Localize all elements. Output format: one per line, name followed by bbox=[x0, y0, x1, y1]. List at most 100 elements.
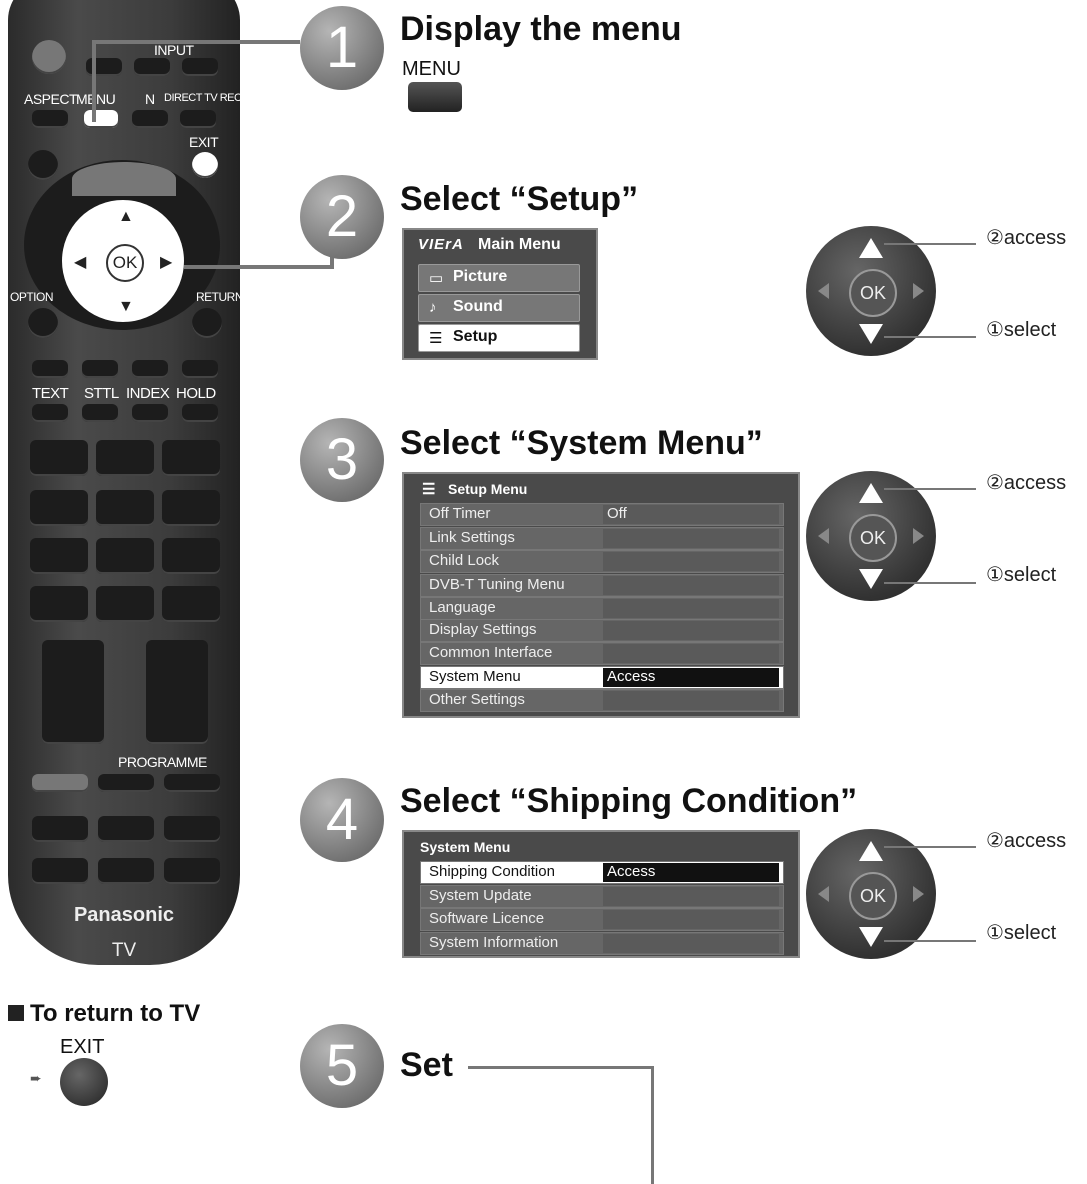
remote-button[interactable] bbox=[164, 858, 220, 884]
select-annotation: ①select bbox=[986, 922, 1057, 944]
color-button[interactable] bbox=[182, 360, 218, 378]
remote-button[interactable] bbox=[98, 816, 154, 842]
menu-item-label: Sound bbox=[453, 298, 503, 315]
exit-button[interactable] bbox=[192, 152, 218, 178]
power-button[interactable] bbox=[32, 40, 66, 74]
left-arrow-icon bbox=[818, 283, 829, 299]
row-value bbox=[603, 644, 779, 663]
number-key[interactable] bbox=[162, 440, 220, 476]
remote-button[interactable] bbox=[32, 858, 88, 884]
color-button[interactable] bbox=[132, 360, 168, 378]
hold-button[interactable] bbox=[182, 404, 218, 422]
menu-button-label: MENU bbox=[402, 58, 461, 80]
leader-line bbox=[884, 336, 976, 338]
option-button[interactable] bbox=[28, 308, 58, 338]
row-label: Child Lock bbox=[429, 552, 500, 569]
number-key[interactable] bbox=[30, 586, 88, 622]
number-key[interactable] bbox=[96, 538, 154, 574]
number-key[interactable] bbox=[162, 586, 220, 622]
connector-line bbox=[92, 42, 96, 122]
screen-icon: ▭ bbox=[429, 270, 444, 287]
sttl-button[interactable] bbox=[82, 404, 118, 422]
index-button[interactable] bbox=[132, 404, 168, 422]
left-arrow-icon[interactable]: ◀ bbox=[74, 254, 87, 271]
row-label: System Update bbox=[429, 887, 532, 904]
setup-row-child-lock[interactable]: Child Lock bbox=[420, 550, 784, 573]
row-value bbox=[603, 691, 779, 710]
step-1-number: 1 bbox=[300, 6, 384, 90]
menu-item-picture[interactable]: ▭ Picture bbox=[418, 264, 580, 292]
color-button[interactable] bbox=[32, 360, 68, 378]
remote-button[interactable] bbox=[134, 58, 170, 76]
up-arrow-icon[interactable]: ▲ bbox=[118, 208, 134, 225]
ok-button[interactable]: OK bbox=[849, 514, 897, 562]
return-label: RETURN bbox=[196, 290, 244, 304]
right-arrow-icon[interactable]: ▶ bbox=[160, 254, 173, 271]
menu-item-label: Setup bbox=[453, 328, 498, 345]
up-arrow-icon bbox=[859, 841, 883, 861]
down-arrow-icon bbox=[859, 569, 883, 589]
number-key[interactable] bbox=[96, 440, 154, 476]
number-key[interactable] bbox=[30, 538, 88, 574]
menu-item-sound[interactable]: ♪ Sound bbox=[418, 294, 580, 322]
setup-row-link-settings[interactable]: Link Settings bbox=[420, 527, 784, 550]
menu-button[interactable] bbox=[84, 110, 118, 128]
remote-button[interactable] bbox=[164, 816, 220, 842]
setup-row-language[interactable]: Language bbox=[420, 597, 784, 620]
remote-button[interactable] bbox=[98, 858, 154, 884]
programme-rocker[interactable] bbox=[146, 640, 208, 744]
number-key[interactable] bbox=[30, 440, 88, 476]
number-key[interactable] bbox=[162, 490, 220, 526]
volume-rocker[interactable] bbox=[42, 640, 104, 744]
ok-button[interactable]: OK bbox=[849, 269, 897, 317]
down-arrow-icon[interactable]: ▼ bbox=[118, 298, 134, 315]
color-button[interactable] bbox=[82, 360, 118, 378]
menu-button[interactable] bbox=[408, 82, 462, 112]
remote-button[interactable] bbox=[98, 774, 154, 792]
n-button[interactable] bbox=[132, 110, 168, 128]
setup-row-system-menu[interactable]: System Menu Access bbox=[420, 666, 784, 689]
nav-ring-top[interactable] bbox=[72, 162, 176, 196]
exit-button[interactable] bbox=[60, 1058, 108, 1106]
aspect-button[interactable] bbox=[32, 110, 68, 128]
return-button[interactable] bbox=[192, 308, 222, 338]
number-key[interactable] bbox=[162, 538, 220, 574]
row-label: System Menu bbox=[429, 668, 521, 685]
row-value bbox=[603, 621, 779, 640]
direct-tv-rec-button[interactable] bbox=[180, 110, 216, 128]
menu-item-setup[interactable]: ☰ Setup bbox=[418, 324, 580, 352]
setup-row-display-settings[interactable]: Display Settings bbox=[420, 619, 784, 642]
down-arrow-icon bbox=[859, 324, 883, 344]
main-menu-panel: VIErA Main Menu ▭ Picture ♪ Sound ☰ Setu… bbox=[402, 228, 598, 360]
number-key[interactable] bbox=[30, 490, 88, 526]
access-annotation: ②access bbox=[986, 227, 1067, 249]
setup-row-other-settings[interactable]: Other Settings bbox=[420, 689, 784, 712]
setup-row-dvb-t-tuning[interactable]: DVB-T Tuning Menu bbox=[420, 574, 784, 597]
step-4-heading: Select “Shipping Condition” bbox=[400, 782, 858, 820]
remote-button[interactable] bbox=[182, 58, 218, 76]
remote-button[interactable] bbox=[32, 774, 88, 792]
remote-button[interactable] bbox=[32, 816, 88, 842]
ok-button[interactable]: OK bbox=[849, 872, 897, 920]
number-key[interactable] bbox=[96, 490, 154, 526]
system-row-system-information[interactable]: System Information bbox=[420, 932, 784, 955]
option-label: OPTION bbox=[10, 290, 54, 304]
leader-line bbox=[884, 488, 976, 490]
arrow-right-icon: ➨ bbox=[30, 1070, 42, 1086]
leader-line bbox=[884, 582, 976, 584]
row-label: Off Timer bbox=[429, 505, 491, 522]
right-arrow-icon bbox=[913, 528, 924, 544]
system-row-software-licence[interactable]: Software Licence bbox=[420, 908, 784, 931]
remote-round-button[interactable] bbox=[28, 150, 58, 180]
return-to-tv-heading: To return to TV bbox=[30, 1000, 201, 1027]
row-value bbox=[603, 599, 779, 618]
setup-row-common-interface[interactable]: Common Interface bbox=[420, 642, 784, 665]
text-button[interactable] bbox=[32, 404, 68, 422]
ok-button[interactable]: OK bbox=[106, 244, 144, 282]
number-key[interactable] bbox=[96, 586, 154, 622]
system-row-system-update[interactable]: System Update bbox=[420, 885, 784, 908]
remote-button[interactable] bbox=[164, 774, 220, 792]
row-value: Access bbox=[603, 668, 779, 687]
